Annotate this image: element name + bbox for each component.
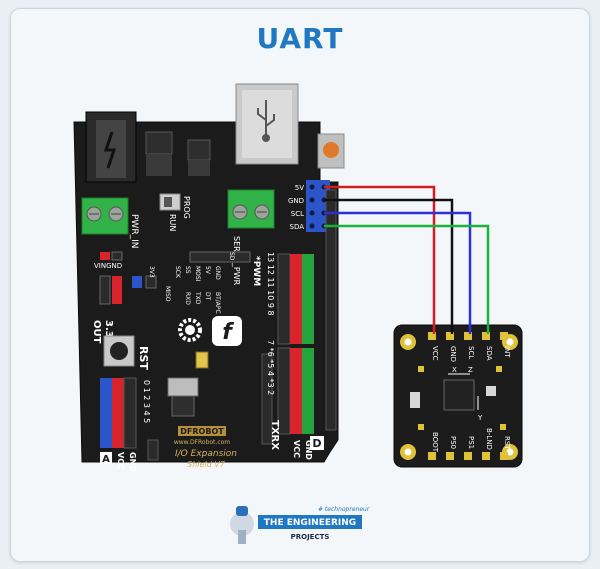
- digital-headers: [261, 189, 337, 445]
- i2c-pin-gnd-label: GND: [288, 197, 304, 205]
- sensor-pin-sda-label: SDA: [485, 346, 493, 361]
- i2c-pin-sda-label: SDA: [290, 223, 305, 231]
- wire-sda-sda: [324, 224, 490, 334]
- spi-miso-label: MISO: [164, 286, 171, 302]
- spi-rxd-label: RXD: [184, 292, 191, 305]
- io-expansion-shield: PWR_IN PROG RUN SERVO_PWR 5V GND SCL SDA: [73, 83, 345, 472]
- sensor-pin-int-label: INT: [503, 346, 511, 358]
- analog-numbers: 0 1 2 3 4 5: [142, 380, 151, 423]
- sensor-module: X Y Z VCC GND SCL SDA INT BOOT PS0 PS1 B…: [393, 324, 523, 468]
- vcc-label-right: VCC: [292, 440, 301, 458]
- sensor-pin-ps0-label: PS0: [449, 436, 457, 449]
- spi-3v3-label: 3V3: [148, 266, 155, 278]
- txrx-label: TXRX: [269, 420, 280, 450]
- sensor-pin-gnd-label: GND: [449, 346, 457, 362]
- svg-text:f: f: [222, 320, 234, 345]
- spi-sd-label: SD: [228, 252, 235, 261]
- analog-headers: [100, 377, 159, 461]
- digital-mid-numbers: 7 *6 *5 4 *3 2: [266, 340, 275, 395]
- rst-label: RST: [137, 346, 150, 370]
- prog-label: PROG: [182, 196, 191, 219]
- spi-sck-label: SCK: [174, 266, 181, 279]
- power-bolt-icon: [103, 131, 117, 169]
- a-badge-label: A: [102, 454, 110, 465]
- axis-x-label: X: [452, 366, 457, 374]
- dfrobot-logo-icon: f: [178, 316, 242, 346]
- wire-5v-vcc: [324, 185, 436, 334]
- a-badge: [100, 452, 112, 464]
- wires: [324, 185, 490, 334]
- spi-dt-label: DT: [204, 292, 211, 301]
- digital-top-numbers: 13 12 11 10 9 8: [266, 252, 275, 316]
- d-badge: [310, 436, 324, 450]
- footer-hashtag: # technopreneur: [318, 506, 370, 513]
- sensor-chip: [443, 379, 475, 411]
- wire-scl-scl: [324, 211, 472, 334]
- sensor-pin-boot-label: BOOT: [431, 432, 439, 453]
- sensor-pin-blnd-label: B-LND: [485, 428, 493, 450]
- spi-gnd-label: GND: [214, 266, 221, 280]
- v33-label: 3.3V: [103, 320, 114, 346]
- pwr-in-terminal: [81, 197, 129, 235]
- spi-btapc-label: BT/APC: [214, 292, 221, 314]
- vingnd-label: VINGND: [94, 262, 122, 270]
- axis-y-label: Y: [477, 414, 483, 422]
- brand-banner: [258, 515, 362, 529]
- sensor-pin-vcc-label: VCC: [431, 346, 439, 361]
- spi-5v-label: 5V: [204, 266, 211, 275]
- gnd-label-left: GND: [128, 452, 137, 472]
- sensor-pin-rst-label: RST: [503, 436, 511, 450]
- page-title: UART: [256, 22, 344, 55]
- spi-mosi-label: MOSI: [194, 266, 201, 282]
- vcc-label-left: VCC: [116, 452, 125, 470]
- shield-name-line2: Shield V7: [187, 460, 226, 469]
- dfrobot-brand-plate: [178, 426, 226, 436]
- run-label: RUN: [168, 214, 177, 231]
- servo-pwr-terminal: [227, 189, 275, 229]
- gnd-label-right: GND: [304, 440, 313, 460]
- spi-txd-label: TXD: [194, 291, 201, 305]
- sensor-pin-ps1-label: PS1: [467, 436, 475, 449]
- axis-arrows-icon: [448, 373, 479, 410]
- brand-label: DFROBOT: [180, 427, 224, 436]
- spi-header: [132, 251, 251, 289]
- usb-icon: [257, 100, 275, 142]
- shield-name-line1: I/O Expansion: [175, 449, 237, 459]
- footer-brand-line1: THE ENGINEERING: [264, 518, 356, 528]
- i2c-pin-scl-label: SCL: [291, 210, 304, 218]
- pwr-in-label: PWR_IN: [129, 214, 139, 248]
- engineering-projects-logo: [230, 506, 362, 544]
- i2c-pin-5v-label: 5V: [295, 184, 304, 192]
- pwm-label: *PWM: [251, 256, 261, 286]
- axis-z-label: Z: [468, 366, 473, 374]
- website-label: www.DFRobot.com: [174, 439, 230, 446]
- out-label: OUT: [91, 320, 102, 344]
- footer-brand-line2: PROJECTS: [291, 533, 330, 541]
- d-badge-label: D: [312, 437, 321, 450]
- spi-ss-label: SS: [184, 266, 191, 274]
- robot-mascot-icon: [230, 512, 254, 536]
- sensor-pin-scl-label: SCL: [467, 346, 475, 359]
- wire-gnd-gnd: [324, 198, 454, 334]
